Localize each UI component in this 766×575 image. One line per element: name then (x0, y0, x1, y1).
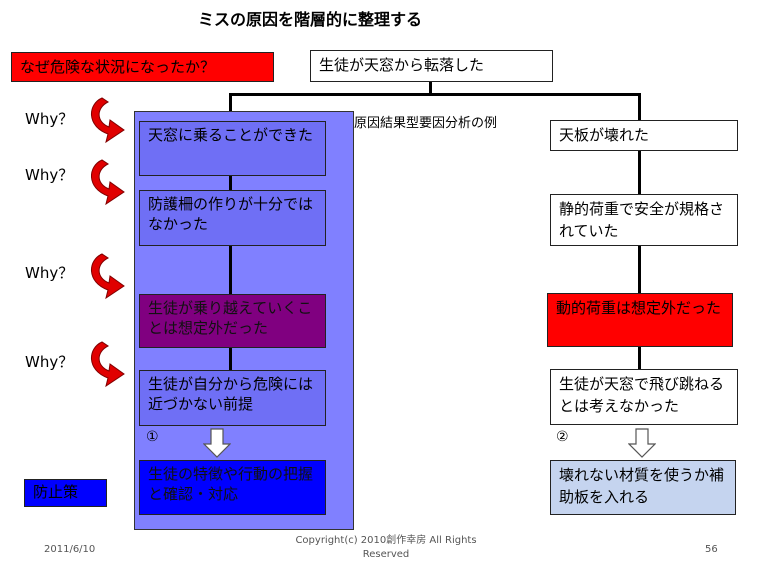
left-cause-3: 生徒が乗り越えていくことは想定外だった (139, 294, 326, 348)
left-connector-3 (229, 348, 232, 370)
curved-arrow-icon (91, 253, 125, 300)
top-event-box: 生徒が天窓から転落した (310, 50, 553, 82)
why-label-3: Why？ (25, 264, 74, 282)
curved-arrow-icon (91, 341, 125, 388)
question-label: なぜ危険な状況になったか？ (11, 52, 274, 82)
connector-horizontal (229, 93, 641, 96)
right-cause-2: 静的荷重で安全が規格されていた (550, 194, 738, 246)
right-countermeasure: 壊れない材質を使うか補助板を入れる (550, 460, 736, 515)
why-label-4: Why？ (25, 353, 74, 371)
left-cause-1: 天窓に乗ることができた (139, 121, 326, 176)
left-cause-4: 生徒が自分から危険には近づかない前提 (139, 370, 326, 426)
example-label: 原因結果型要因分析の例 (354, 116, 498, 131)
connector-right-drop (638, 93, 641, 120)
why-label-1: Why？ (25, 110, 74, 128)
right-cause-3: 動的荷重は想定外だった (547, 293, 733, 347)
curved-arrow-icon (91, 97, 125, 144)
left-countermeasure: 生徒の特徴や行動の把握と確認・対応 (139, 460, 326, 515)
page-title: ミスの原因を階層的に整理する (198, 10, 423, 29)
why-label-2: Why？ (25, 166, 74, 184)
footer-date: 2011/6/10 (44, 544, 96, 555)
connector-left-drop (229, 93, 232, 121)
marker-right: ② (556, 429, 569, 445)
curved-arrow-icon (91, 159, 125, 206)
left-cause-2: 防護柵の作りが十分ではなかった (139, 190, 326, 246)
down-arrow-icon (203, 428, 231, 458)
left-connector-1 (229, 176, 232, 190)
right-cause-1: 天板が壊れた (550, 120, 738, 151)
right-cause-4: 生徒が天窓で飛び跳ねるとは考えなかった (550, 369, 738, 425)
marker-left: ① (146, 429, 159, 445)
down-arrow-icon (628, 428, 656, 458)
prevention-label: 防止策 (24, 479, 107, 507)
right-connector-2 (638, 245, 641, 293)
connector-top-vertical (429, 82, 432, 94)
left-connector-2 (229, 246, 232, 294)
right-connector-1 (638, 150, 641, 194)
footer-page-number: 56 (705, 544, 718, 555)
right-connector-3 (638, 347, 641, 369)
footer-copyright: Copyright(c) 2010創作幸房 All Rights Reserve… (295, 535, 477, 560)
